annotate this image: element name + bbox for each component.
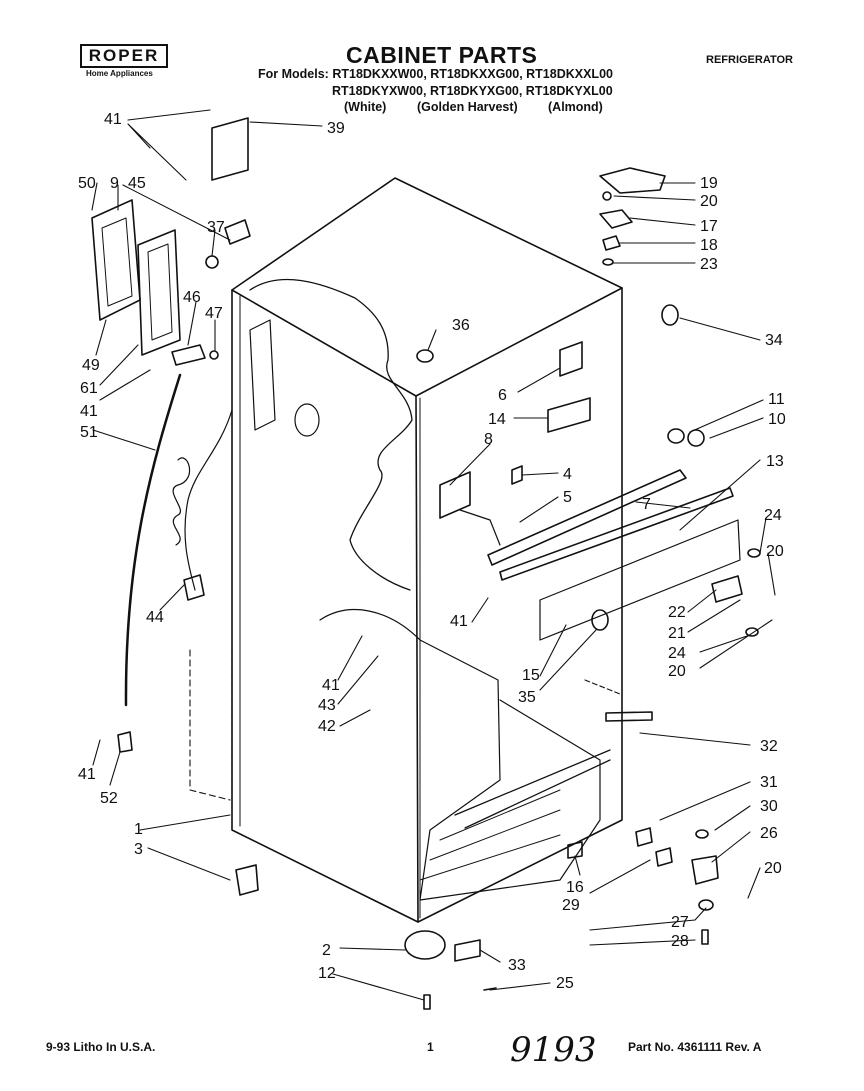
callout: 1 <box>134 821 143 838</box>
callout: 35 <box>518 689 536 706</box>
callout-labels: 41 39 50 9 45 37 46 47 49 61 41 51 44 41… <box>78 111 786 992</box>
roper-logo: ROPER Home Appliances <box>80 44 168 78</box>
callout: 9 <box>110 175 119 192</box>
callout: 4 <box>563 466 572 483</box>
callout: 28 <box>671 933 689 950</box>
callout: 39 <box>327 120 345 137</box>
callout: 44 <box>146 609 164 626</box>
callout: 15 <box>522 667 540 684</box>
callout: 43 <box>318 697 336 714</box>
callout: 27 <box>671 914 689 931</box>
callout: 41 <box>322 677 340 694</box>
callout: 3 <box>134 841 143 858</box>
callout: 14 <box>488 411 506 428</box>
callout: 45 <box>128 175 146 192</box>
callout: 49 <box>82 357 100 374</box>
color-almond: (Almond) <box>548 100 603 114</box>
callout: 36 <box>452 317 470 334</box>
callout: 47 <box>205 305 223 322</box>
callout: 23 <box>700 256 718 273</box>
page-title: CABINET PARTS <box>346 42 538 68</box>
callout: 42 <box>318 718 336 735</box>
callout: 20 <box>766 543 784 560</box>
bottom-components <box>404 428 761 1010</box>
part-number: Part No. 4361111 Rev. A <box>628 1040 762 1054</box>
callout: 6 <box>498 387 507 404</box>
callout: 31 <box>760 774 778 791</box>
callout: 16 <box>566 879 584 896</box>
hinge-rails <box>439 341 741 722</box>
cabinet-body <box>189 177 623 923</box>
color-white: (White) <box>344 100 387 114</box>
models-row-1: RT18DKXXW00, RT18DKXXG00, RT18DKXXL00 <box>332 67 613 81</box>
callout: 41 <box>80 403 98 420</box>
callout: 41 <box>450 613 468 630</box>
callout: 20 <box>764 860 782 877</box>
callout: 21 <box>668 625 686 642</box>
handwritten-note: 9193 <box>510 1030 597 1070</box>
callout: 51 <box>80 424 98 441</box>
callout: 11 <box>768 391 785 408</box>
callout: 24 <box>764 507 782 524</box>
callout: 29 <box>562 897 580 914</box>
callout: 13 <box>766 453 784 470</box>
callout: 8 <box>484 431 493 448</box>
callout: 7 <box>642 496 651 513</box>
model-list: For Models: RT18DKXXW00, RT18DKXXG00, RT… <box>258 66 613 100</box>
top-hinge-parts <box>416 167 679 363</box>
callout: 20 <box>700 193 718 210</box>
callout: 61 <box>80 380 98 397</box>
callout: 32 <box>760 738 778 755</box>
callout: 19 <box>700 175 718 192</box>
callout: 30 <box>760 798 778 815</box>
callout: 20 <box>668 663 686 680</box>
callout: 46 <box>183 289 201 306</box>
callout: 12 <box>318 965 336 982</box>
callout: 34 <box>765 332 783 349</box>
callout: 37 <box>207 219 225 236</box>
callout: 2 <box>322 942 331 959</box>
callout: 41 <box>104 111 122 128</box>
litho-note: 9-93 Litho In U.S.A. <box>46 1040 156 1054</box>
callout: 22 <box>668 604 686 621</box>
callout: 10 <box>768 411 786 428</box>
category-label: REFRIGERATOR <box>706 54 793 66</box>
color-golden-harvest: (Golden Harvest) <box>417 100 518 114</box>
callout: 33 <box>508 957 526 974</box>
callout: 26 <box>760 825 778 842</box>
callout: 18 <box>700 237 718 254</box>
callout: 50 <box>78 175 96 192</box>
models-row-2: RT18DKYXW00, RT18DKYXG00, RT18DKYXL00 <box>332 84 613 98</box>
callout: 41 <box>78 766 96 783</box>
callout: 24 <box>668 645 686 662</box>
callout: 52 <box>100 790 118 807</box>
models-prefix: For Models: <box>258 67 329 81</box>
callout: 17 <box>700 218 718 235</box>
side-components <box>91 117 259 896</box>
page-number: 1 <box>427 1040 434 1054</box>
brand-tagline: Home Appliances <box>86 69 153 78</box>
leader-lines <box>91 109 776 1001</box>
brand-name: ROPER <box>80 44 168 68</box>
callout: 5 <box>563 489 572 506</box>
callout: 25 <box>556 975 574 992</box>
